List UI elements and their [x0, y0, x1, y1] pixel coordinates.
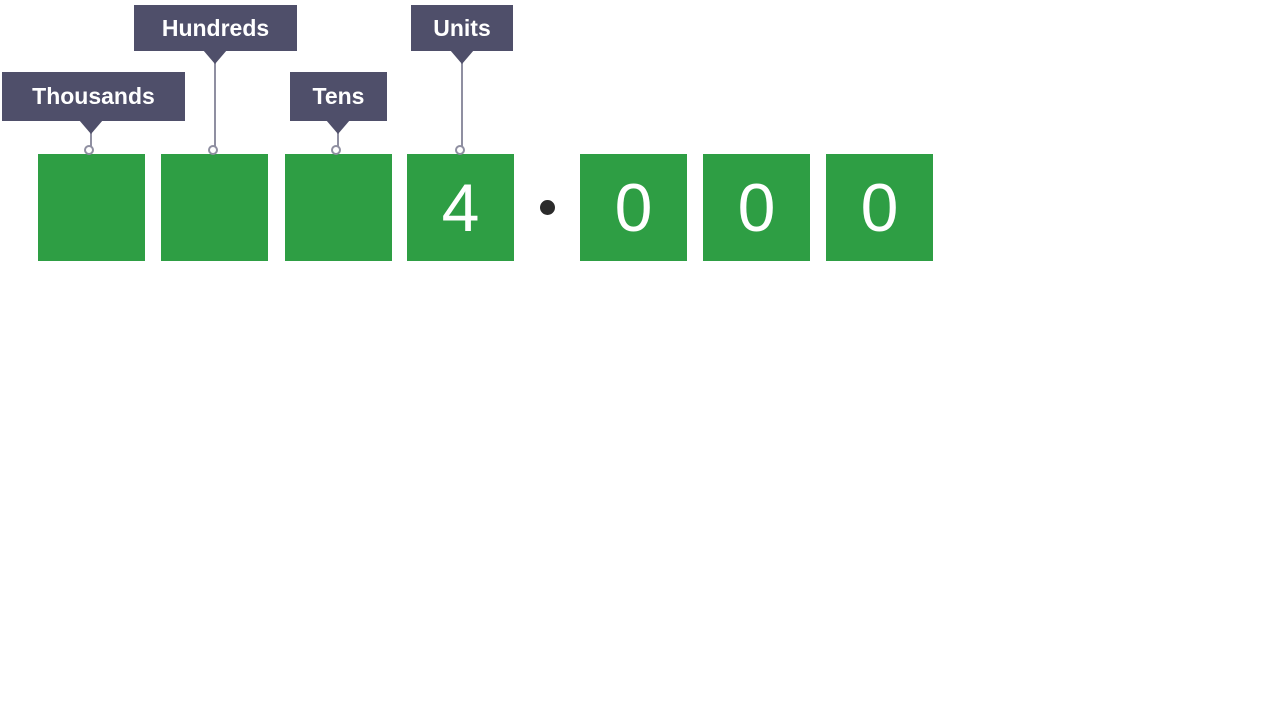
label-thousands: Thousands: [2, 72, 185, 121]
callout-tail-hundreds: [203, 50, 227, 64]
callout-tail-thousands: [79, 120, 103, 134]
connector-circle-units: [455, 145, 465, 155]
connector-circle-thousands: [84, 145, 94, 155]
cell-thousandths-value: 0: [860, 169, 899, 246]
label-hundreds-text: Hundreds: [161, 14, 270, 41]
cell-hundreds: [161, 154, 268, 261]
label-units: Units: [411, 5, 513, 51]
label-hundreds: Hundreds: [134, 5, 297, 51]
cell-hundredths: 0: [703, 154, 810, 261]
cell-thousandths: 0: [826, 154, 933, 261]
cell-tens: [285, 154, 392, 261]
cell-thousands: [38, 154, 145, 261]
label-units-text: Units: [433, 14, 491, 41]
label-tens-text: Tens: [312, 83, 365, 109]
connector-line-tens: [337, 130, 339, 148]
cell-tenths: 0: [580, 154, 687, 261]
callout-tail-units: [450, 50, 474, 64]
connector-line-hundreds: [214, 60, 216, 148]
connector-circle-hundreds: [208, 145, 218, 155]
cell-tenths-value: 0: [614, 169, 653, 246]
label-tens: Tens: [290, 72, 387, 121]
connector-line-thousands: [90, 130, 92, 148]
connector-line-units: [461, 60, 463, 148]
cell-units: 4: [407, 154, 514, 261]
cell-units-value: 4: [441, 169, 480, 246]
decimal-point: [540, 200, 555, 215]
cell-hundredths-value: 0: [737, 169, 776, 246]
connector-circle-tens: [331, 145, 341, 155]
label-thousands-text: Thousands: [32, 83, 155, 109]
callout-tail-tens: [326, 120, 350, 134]
